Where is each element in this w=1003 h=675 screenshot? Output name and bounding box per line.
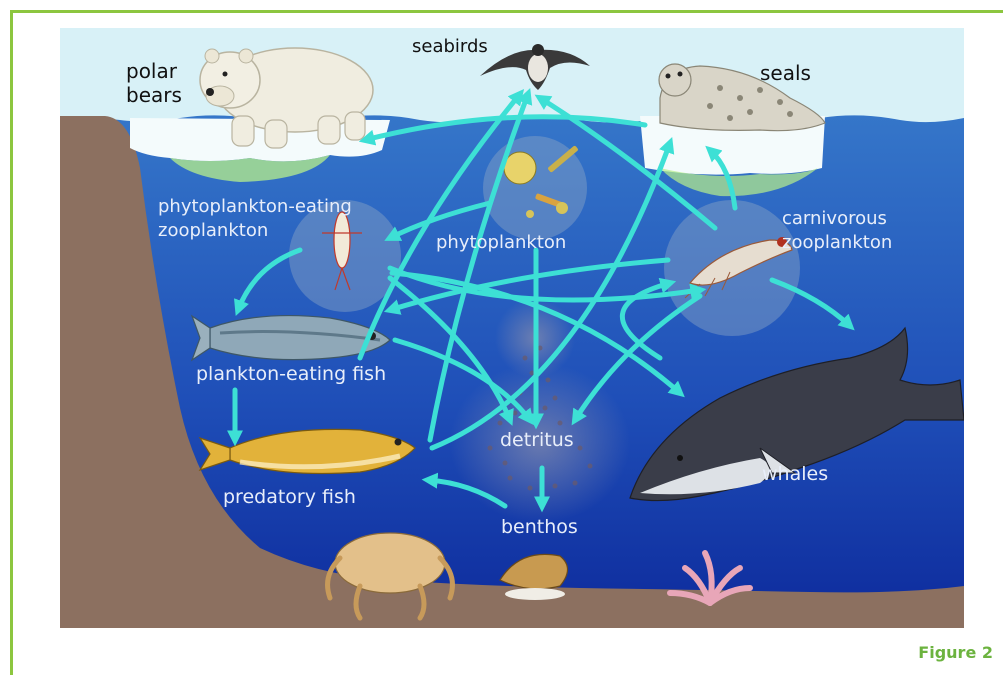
- figure-label: Figure 2: [918, 643, 993, 662]
- label-phyto-zoo-line2: zooplankton: [158, 220, 268, 241]
- label-polar-bears-line2: bears: [126, 83, 182, 107]
- label-carnivorous-line2: zooplankton: [782, 232, 892, 253]
- label-whales: whales: [762, 463, 828, 485]
- food-web-diagram: polar bears seabirds seals phytoplankton…: [60, 28, 964, 628]
- label-plankton-fish: plankton-eating fish: [196, 363, 386, 385]
- label-polar-bears: polar bears: [126, 59, 183, 107]
- label-detritus: detritus: [500, 429, 574, 451]
- label-seals: seals: [760, 61, 811, 85]
- label-phyto-zoo-line1: phytoplankton-eating: [158, 196, 352, 217]
- label-seabirds: seabirds: [412, 36, 488, 57]
- label-polar-bears-line1: polar: [126, 59, 178, 83]
- sky: [60, 28, 964, 128]
- label-carnivorous-line1: carnivorous: [782, 208, 887, 229]
- label-phytoplankton: phytoplankton: [436, 232, 566, 253]
- label-benthos: benthos: [501, 516, 578, 538]
- label-predatory-fish: predatory fish: [223, 486, 356, 508]
